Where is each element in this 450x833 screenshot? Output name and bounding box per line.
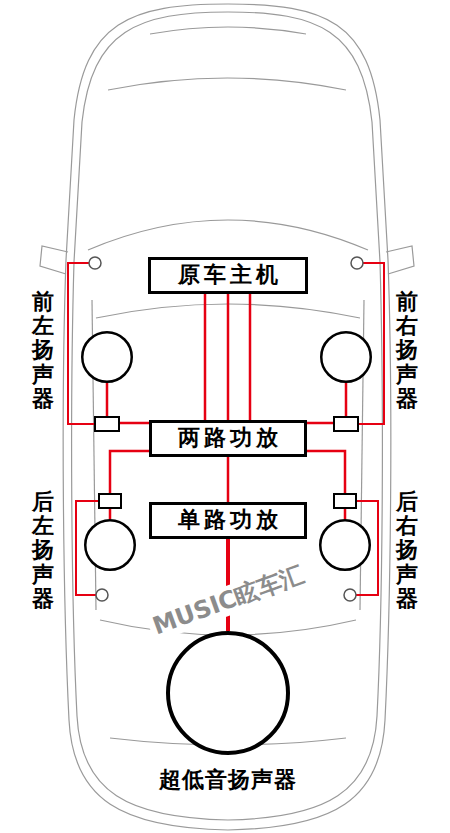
speaker-circle: 超低音扬声器: [166, 631, 290, 755]
car-body-inner: [72, 12, 383, 820]
speaker-label: 后左扬声器: [32, 490, 54, 611]
car-body: [63, 4, 391, 830]
mirror: [386, 246, 414, 274]
speaker-outline: [320, 331, 372, 383]
signal-wire: [227, 294, 230, 502]
speaker-cone: [320, 520, 370, 570]
hood-line: [150, 27, 306, 34]
mirror: [40, 246, 68, 274]
speaker-circle: 前右扬声器: [320, 331, 372, 383]
box-label: 单路功放: [174, 507, 282, 533]
speaker-label: 后右扬声器: [396, 490, 418, 611]
speaker-outline: [81, 331, 133, 383]
speaker-cone: [85, 520, 135, 570]
speaker-label: 前左扬声器: [32, 290, 54, 411]
speaker-outline: [84, 519, 136, 571]
amplifier-box: 原车主机: [148, 257, 308, 294]
speaker-outline: [319, 519, 371, 571]
hood-line: [108, 78, 346, 90]
tweeter: [344, 589, 356, 601]
speaker-label: 超低音扬声器: [159, 767, 297, 793]
tweeter: [96, 589, 108, 601]
amplifier-box: 两路功放: [149, 420, 307, 457]
crossover: [334, 417, 358, 431]
tweeter: [89, 257, 101, 269]
speaker-circle: 前左扬声器: [81, 331, 133, 383]
speaker-circle: 后右扬声器: [319, 519, 371, 571]
amplifier-box: 单路功放: [149, 502, 307, 539]
crossover: [334, 494, 356, 508]
speaker-circle: 后左扬声器: [84, 519, 136, 571]
front-window: [88, 220, 368, 250]
speaker-cone: [168, 633, 288, 753]
crossover: [99, 494, 121, 508]
box-label: 两路功放: [174, 425, 282, 451]
speaker-cone: [321, 332, 371, 382]
speaker-cone: [82, 332, 132, 382]
tweeter: [351, 257, 363, 269]
crossover: [95, 417, 119, 431]
speaker-outline: [166, 631, 290, 755]
box-label: 原车主机: [174, 262, 282, 288]
speaker-label: 前右扬声器: [396, 290, 418, 411]
